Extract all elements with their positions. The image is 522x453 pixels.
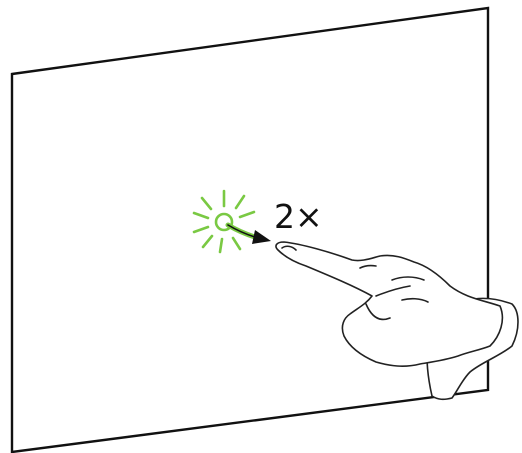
tap-count-label: 2× xyxy=(274,197,323,236)
tap-burst-icon xyxy=(192,189,256,254)
pointing-hand-icon xyxy=(275,241,519,401)
tap-point-ring xyxy=(214,212,234,232)
whiteboard-panel xyxy=(10,6,490,453)
motion-arrow-icon xyxy=(225,222,271,244)
hand-body xyxy=(275,241,504,367)
